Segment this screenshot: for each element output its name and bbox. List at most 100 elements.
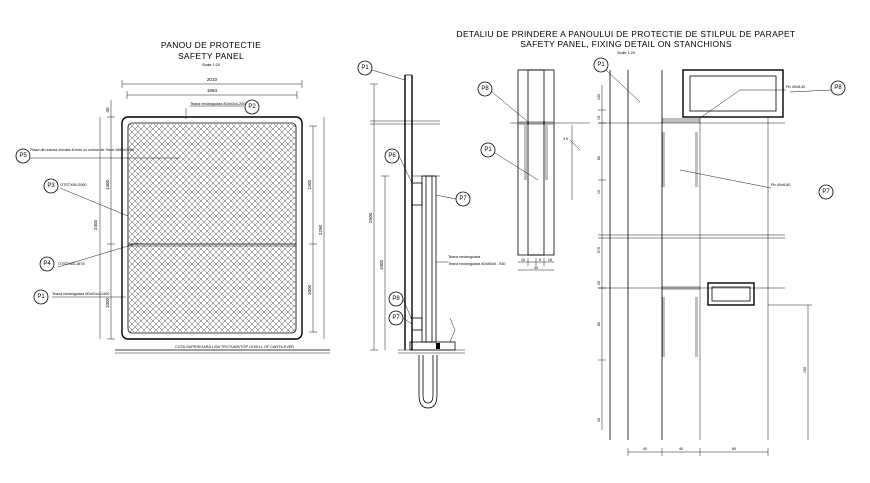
svg-text:P1: P1 (37, 294, 45, 300)
leader (398, 155, 413, 184)
anchor-nut (436, 343, 440, 349)
callout-p1-detail: P1 (593, 57, 609, 73)
dim-bottom-40b: 40 (679, 447, 683, 451)
weld-left-low (662, 297, 665, 357)
panel-title-ro: PANOU DE PROTECTIE (161, 40, 261, 50)
note-p5: Plasa din sarma zincata 40mm cu ochiuri … (30, 148, 134, 152)
dim-bottom-16a: 16 (521, 258, 525, 262)
callout-p6-mid: P6 (384, 148, 400, 164)
callout-p8-mid: P8 (388, 291, 404, 307)
baseline-label: COTA SUPERIOARA LISA TROTUAR/TOP LEVELL … (175, 345, 294, 349)
callout-p2: P2 (244, 99, 260, 115)
svg-text:P7: P7 (822, 189, 830, 195)
side-weld-left (524, 125, 527, 180)
callout-p1-mid: P1 (357, 60, 373, 76)
weld-right-top (695, 132, 698, 187)
dim-bottom-40: 40 (534, 266, 538, 270)
stanchion-section (707, 282, 755, 306)
note-p4: OTSTX60-1878 (58, 262, 85, 266)
anchor-bolt-outer (418, 355, 438, 409)
base-plate (409, 341, 456, 351)
panel-elevation-view: PANOU DE PROTECTIE SAFETY PANEL Scale 1:… (15, 40, 330, 354)
leader-p3 (59, 187, 129, 217)
detail-title-ro: DETALIU DE PRINDERE A PANOULUI DE PROTEC… (457, 29, 796, 39)
note-p1: Teava rectangulara 80x40x4-2400 (52, 292, 109, 296)
dim-overall-width: 2010 (207, 77, 218, 82)
callout-p5: P5 (15, 148, 31, 164)
dim-v-10: 10 (597, 190, 601, 194)
callout-p7-mid-bottom: P7 (388, 310, 404, 326)
side-dim-arrow (569, 139, 581, 151)
plate-hatch-top (662, 118, 700, 123)
stanchion-tube-inner (425, 175, 433, 343)
dim-v-15: 15 (597, 116, 601, 120)
top-rail (682, 69, 784, 118)
leader (371, 69, 406, 81)
panel-section-view: 2500 1000 Teava rectangulara Teava recta… (357, 60, 505, 409)
weld-mark (449, 317, 456, 343)
leader-plate-1 (699, 89, 741, 119)
dim-v-570: 570 (597, 247, 601, 253)
dim-bottom-40a: 40 (643, 447, 647, 451)
dim-left-40: 40 (105, 107, 110, 113)
leader (491, 91, 528, 122)
leader-p4 (57, 242, 139, 268)
leader (605, 69, 641, 103)
panel-scale: Scale 1:20 (202, 63, 220, 67)
leader (402, 298, 413, 321)
dim-right-1200: 1200 (307, 179, 312, 190)
leader (494, 152, 539, 181)
note-tube: Teava rectangulara 80x80x8 - 930 (448, 262, 505, 266)
side-dim-3h: 3 h (563, 137, 568, 141)
weld-left-top (662, 132, 665, 187)
callout-p3: P3 (43, 178, 59, 194)
dim-v-80-low: 80 (597, 322, 601, 326)
svg-text:P8: P8 (392, 296, 400, 302)
callout-p4: P4 (39, 256, 55, 272)
dim-1000: 1000 (379, 259, 384, 270)
note-tube-line1: Teava rectangulara (448, 255, 481, 259)
leader (402, 317, 413, 325)
svg-text:P1: P1 (597, 62, 605, 68)
callout-p7-detail: P7 (818, 184, 834, 200)
leader (789, 89, 832, 93)
dim-bottom-80: 80 (732, 447, 736, 451)
detail-title-en: SAFETY PANEL, FIXING DETAIL ON STANCHION… (520, 39, 732, 49)
panel-outer-frame (121, 116, 303, 340)
panel-inner-frame (127, 122, 297, 334)
svg-text:P4: P4 (43, 261, 51, 267)
svg-text:P7: P7 (459, 196, 467, 202)
dim-bottom-8: 8 (539, 258, 541, 262)
stanchion-tube (421, 175, 437, 343)
svg-text:P2: P2 (248, 104, 256, 110)
detail-scale: Scale 1:20 (617, 51, 635, 55)
plate-hatch-low (662, 286, 700, 290)
dim-v-80: 80 (597, 156, 601, 160)
svg-text:P8: P8 (481, 86, 489, 92)
svg-text:P7: P7 (392, 315, 400, 321)
leader (435, 194, 457, 200)
note-p3: OTSTX60-2060 (60, 183, 87, 187)
stanchion-section-inner (711, 286, 751, 302)
dim-v-100: 100 (597, 94, 601, 100)
callout-p8-detail: P8 (830, 80, 846, 96)
side-post-inner (527, 69, 545, 256)
note-plate-1: Pb 40x8-40 (786, 85, 805, 89)
callout-p7-mid-top: P7 (455, 191, 471, 207)
leader-plate-2 (679, 169, 772, 189)
svg-text:P1: P1 (484, 147, 492, 153)
anchor-bolt-inner (422, 355, 434, 404)
callout-p1-left: P1 (33, 289, 49, 305)
svg-text:P8: P8 (834, 85, 842, 91)
dim-v-20: 20 (597, 281, 601, 285)
dim-inner-width: 1884 (207, 88, 218, 93)
callout-p8-side: P8 (477, 81, 493, 97)
note-plate-2: Pb 40x8-80 (771, 183, 790, 187)
svg-text:P3: P3 (47, 183, 55, 189)
note-p2: Teava rectangulara 80x40x4-2008 (190, 102, 247, 106)
top-rail-inner (689, 75, 777, 112)
svg-text:P5: P5 (19, 153, 27, 159)
fixing-plate-bottom (411, 317, 423, 331)
dim-2500: 2500 (368, 212, 373, 223)
